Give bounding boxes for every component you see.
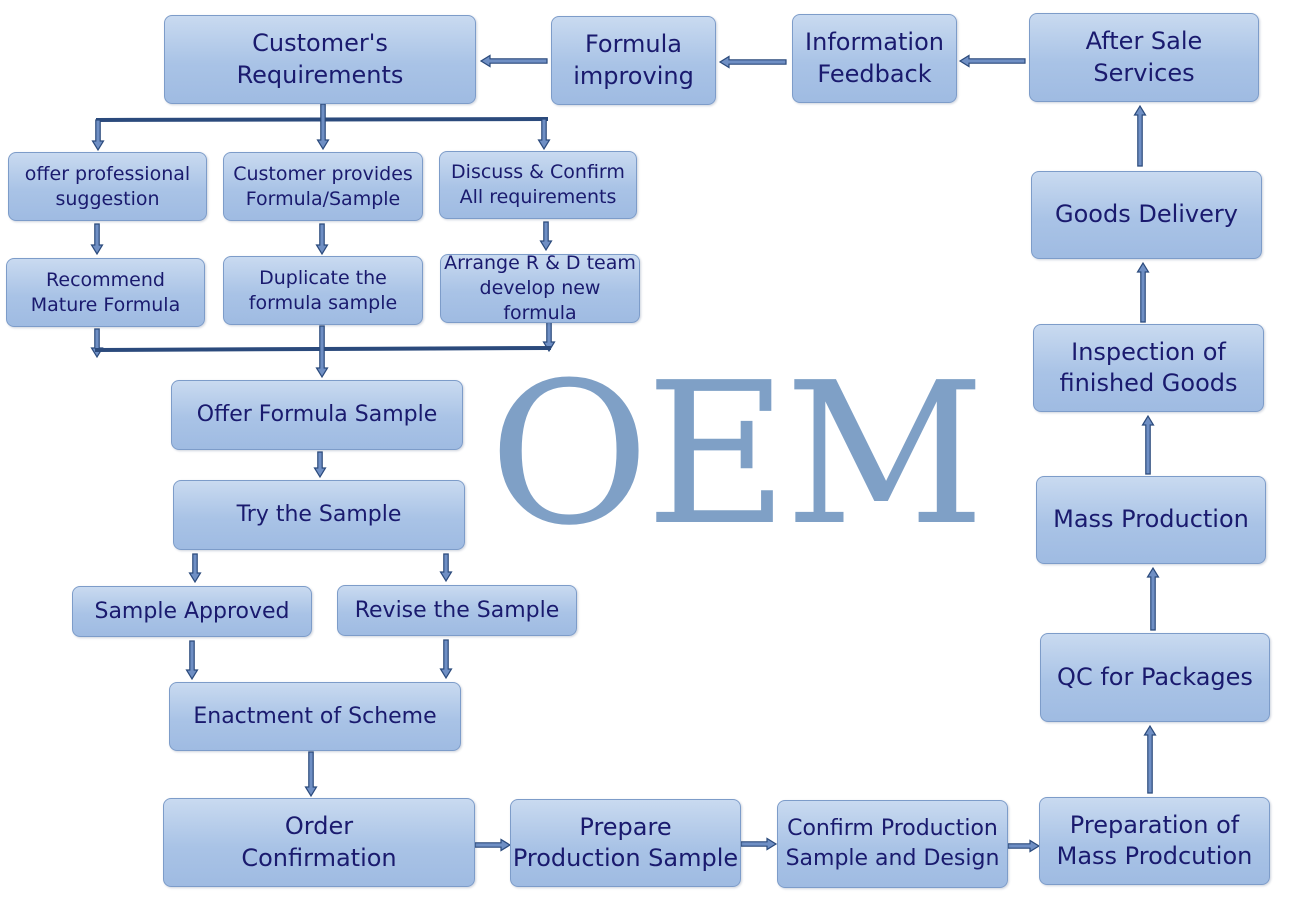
step-discuss-confirm: Discuss & Confirm All requirements [439,151,637,219]
arrow-aftersale-to-feedback [958,54,1026,68]
arrow-enactment-to-order [304,751,318,798]
step-qc-for-packages: QC for Packages [1040,633,1270,722]
step-recommend-mature-formula: Recommend Mature Formula [6,258,205,327]
arrow-merge-to-offer [315,325,329,379]
step-duplicate-formula-sample: Duplicate the formula sample [223,256,423,325]
step-enactment-of-scheme: Enactment of Scheme [169,682,461,751]
arrow-inspection-to-delivery [1136,261,1150,323]
arrow-offer-to-try [313,451,327,479]
arrow-suggestion-to-recommend [90,223,104,256]
step-information-feedback: Information Feedback [792,14,957,103]
arrow-prepare-to-confirm [740,837,778,851]
step-customer-provides-formula: Customer provides Formula/Sample [223,152,423,221]
arrow-try-to-revise [439,553,453,583]
step-prepare-production-sample: Prepare Production Sample [510,799,741,887]
arrow-arrange-down [542,321,556,353]
step-try-the-sample: Try the Sample [173,480,465,550]
arrow-revise-to-enactment [439,639,453,680]
step-after-sale-services: After Sale Services [1029,13,1259,102]
arrow-qc-to-mass [1146,566,1160,631]
step-offer-professional-suggestion: offer professional suggestion [8,152,207,221]
arrow-feedback-to-formula [718,55,787,69]
step-customer-requirements: Customer's Requirements [164,15,476,104]
arrow-provides-to-duplicate [315,223,329,256]
arrow-order-to-prepare [474,838,512,852]
arrow-approved-to-enactment [185,640,199,681]
arrow-formula-to-customer [479,54,548,68]
arrow-split-to-suggestion [91,119,105,152]
step-formula-improving: Formula improving [551,16,716,105]
step-confirm-production-sample: Confirm Production Sample and Design [777,800,1008,888]
step-revise-the-sample: Revise the Sample [337,585,577,636]
arrow-preparation-to-qc [1143,724,1157,794]
step-mass-production: Mass Production [1036,476,1266,564]
arrow-try-to-approved [188,553,202,584]
arrow-recommend-down [90,328,104,359]
step-goods-delivery: Goods Delivery [1031,171,1262,259]
arrow-delivery-to-aftersale [1133,104,1147,167]
arrow-mass-to-inspection [1141,414,1155,475]
arrow-confirm-to-preparation [1007,839,1041,853]
step-preparation-mass-production: Preparation of Mass Prodcution [1039,797,1270,885]
arrow-customer-to-provides [316,103,330,151]
step-inspection-finished-goods: Inspection of finished Goods [1033,324,1264,412]
step-order-confirmation: Order Confirmation [163,798,475,887]
step-arrange-rd-team: Arrange R & D team develop new formula [440,254,640,323]
step-sample-approved: Sample Approved [72,586,312,637]
arrow-discuss-to-arrange [539,221,553,252]
arrow-split-to-discuss [537,118,551,151]
oem-watermark: OEM [488,341,985,569]
step-offer-formula-sample: Offer Formula Sample [171,380,463,450]
